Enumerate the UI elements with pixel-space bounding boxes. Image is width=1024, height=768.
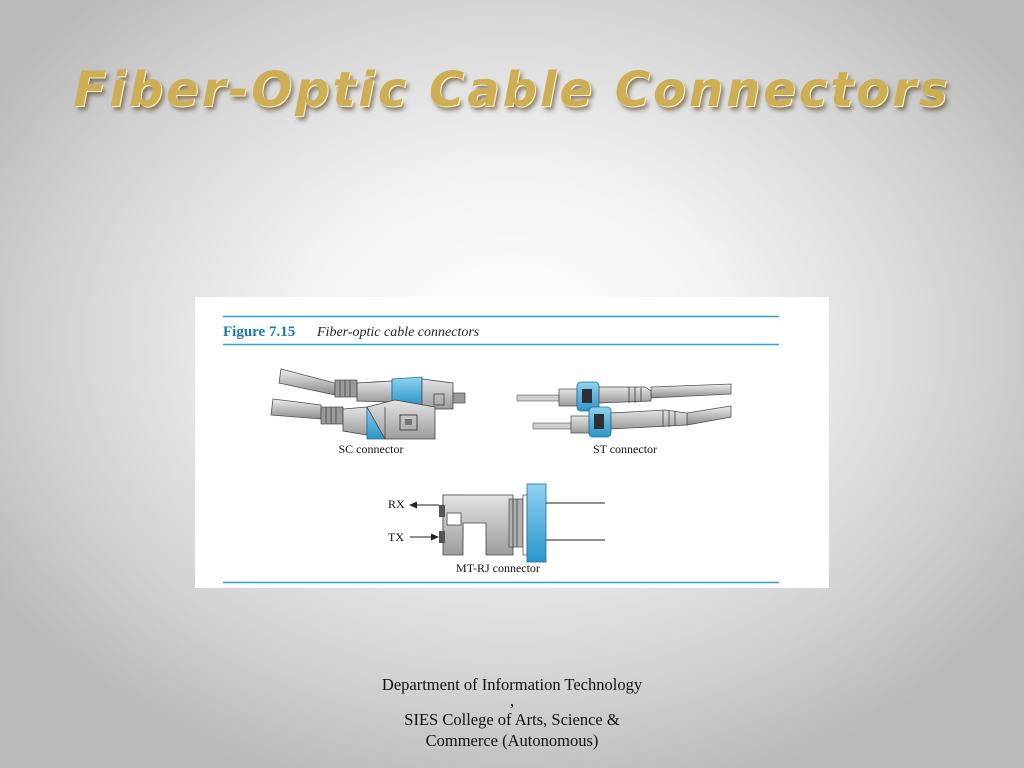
footer-college-suffix: Commerce (Autonomous) [425, 731, 599, 750]
mtrj-connector-label: MT-RJ connector [456, 561, 540, 575]
figure-panel: Figure 7.15 Fiber-optic cable connectors [195, 297, 829, 588]
st-connector-illustration [516, 381, 732, 438]
connector-diagram: Figure 7.15 Fiber-optic cable connectors [223, 315, 779, 584]
figure-caption: Fiber-optic cable connectors [316, 325, 480, 340]
sc-connector-label: SC connector [339, 442, 404, 456]
sc-connector-illustration [270, 368, 466, 440]
st-connector-label: ST connector [593, 442, 657, 456]
tx-label: TX [388, 530, 404, 544]
rx-label: RX [388, 497, 405, 511]
slide-title: Fiber-Optic Cable Connectors [73, 62, 951, 118]
footer-department: Department of Information Technology [381, 675, 643, 694]
footer: Department of Information Technology , S… [312, 674, 712, 751]
mtrj-connector-illustration [409, 483, 605, 563]
footer-college: SIES College of Arts, Science & [404, 710, 620, 729]
footer-comma: , [509, 691, 515, 710]
figure-number: Figure 7.15 [223, 324, 295, 340]
